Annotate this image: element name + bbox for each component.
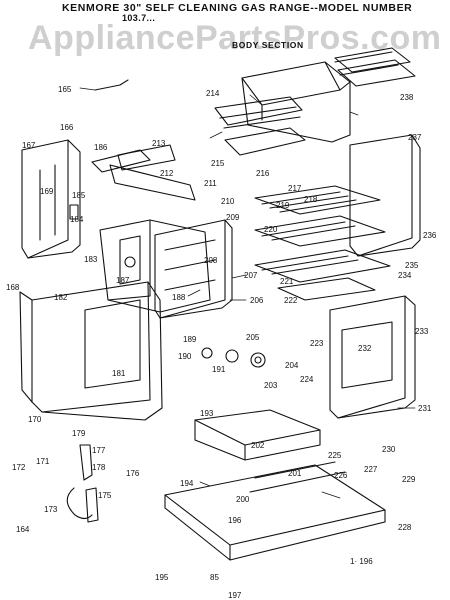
glass-panels (334, 47, 416, 87)
callout-202: 202 (251, 441, 265, 450)
callout-labels: 165 166 167 186 213 212 211 210 209 208 … (6, 85, 437, 600)
callout-194: 194 (180, 479, 194, 488)
oven-racks (254, 185, 391, 301)
small-parts (66, 79, 266, 523)
callout-217: 217 (288, 184, 302, 193)
callout-222: 222 (284, 296, 298, 305)
callout-210: 210 (221, 197, 235, 206)
oven-liner (154, 219, 233, 319)
callout-207: 207 (244, 271, 258, 280)
callout-191: 191 (212, 365, 226, 374)
leader-lines (79, 87, 416, 499)
callout-223: 223 (310, 339, 324, 348)
callout-225: 225 (328, 451, 342, 460)
callout-213: 213 (152, 139, 166, 148)
model-number: 103.7... (122, 13, 156, 23)
callout-231: 231 (418, 404, 432, 413)
callout-181: 181 (112, 369, 126, 378)
callout-178: 178 (92, 463, 106, 472)
callout-219: 219 (276, 201, 290, 210)
callout-176: 176 (126, 469, 140, 478)
callout-185: 185 (72, 191, 86, 200)
callout-200: 200 (236, 495, 250, 504)
callout-227: 227 (364, 465, 378, 474)
callout-232: 232 (358, 344, 372, 353)
callout-188: 188 (172, 293, 186, 302)
callout-1-196: 1· 196 (350, 557, 373, 566)
callout-189: 189 (183, 335, 197, 344)
callout-220: 220 (264, 225, 278, 234)
callout-229: 229 (402, 475, 416, 484)
callout-221: 221 (280, 277, 294, 286)
callout-179: 179 (72, 429, 86, 438)
callout-226: 226 (334, 471, 348, 480)
callout-183: 183 (84, 255, 98, 264)
left-door (19, 281, 163, 421)
callout-230: 230 (382, 445, 396, 454)
callout-233: 233 (415, 327, 429, 336)
callout-169: 169 (40, 187, 54, 196)
callout-214: 214 (206, 89, 220, 98)
callout-170: 170 (28, 415, 42, 424)
callout-195: 195 (155, 573, 169, 582)
callout-167: 167 (22, 141, 36, 150)
callout-187: 187 (116, 276, 130, 285)
callout-197: 197 (228, 591, 242, 600)
callout-237: 237 (408, 133, 422, 142)
callout-236: 236 (423, 231, 437, 240)
callout-186: 186 (94, 143, 108, 152)
callout-164: 164 (16, 525, 30, 534)
burner-box-frame (91, 144, 211, 313)
callout-224: 224 (300, 375, 314, 384)
storage-drawer (194, 409, 321, 461)
callout-208: 208 (204, 256, 218, 265)
callout-165: 165 (58, 85, 72, 94)
callout-173: 173 (44, 505, 58, 514)
callout-216: 216 (256, 169, 270, 178)
callout-204: 204 (285, 361, 299, 370)
callout-177: 177 (92, 446, 106, 455)
cooktop-assembly (214, 61, 351, 156)
oven-door (329, 295, 416, 419)
callout-218: 218 (304, 195, 318, 204)
callout-211: 211 (204, 179, 217, 188)
callout-206: 206 (250, 296, 264, 305)
callout-238: 238 (400, 93, 414, 102)
callout-203: 203 (264, 381, 278, 390)
rear-panel (349, 134, 421, 257)
callout-85: 85 (210, 573, 219, 582)
callout-171: 171 (36, 457, 50, 466)
callout-234: 234 (398, 271, 412, 280)
callout-215: 215 (211, 159, 225, 168)
callout-235: 235 (405, 261, 419, 270)
callout-212: 212 (160, 169, 174, 178)
callout-196: 196 (228, 516, 242, 525)
callout-182: 182 (54, 293, 68, 302)
section-title: BODY SECTION (232, 40, 304, 50)
callout-205: 205 (246, 333, 260, 342)
callout-166: 166 (60, 123, 74, 132)
callout-190: 190 (178, 352, 192, 361)
callout-228: 228 (398, 523, 412, 532)
diagram-title: KENMORE 30" SELF CLEANING GAS RANGE--MOD… (62, 2, 413, 14)
callout-175: 175 (98, 491, 112, 500)
left-side-panel (21, 139, 81, 259)
callout-172: 172 (12, 463, 26, 472)
watermark: AppliancePartsPros.com (28, 19, 442, 57)
callout-184: 184 (70, 215, 84, 224)
base-pan (164, 461, 386, 561)
callout-201: 201 (288, 469, 302, 478)
callout-168: 168 (6, 283, 20, 292)
callout-209: 209 (226, 213, 240, 222)
callout-193: 193 (200, 409, 214, 418)
